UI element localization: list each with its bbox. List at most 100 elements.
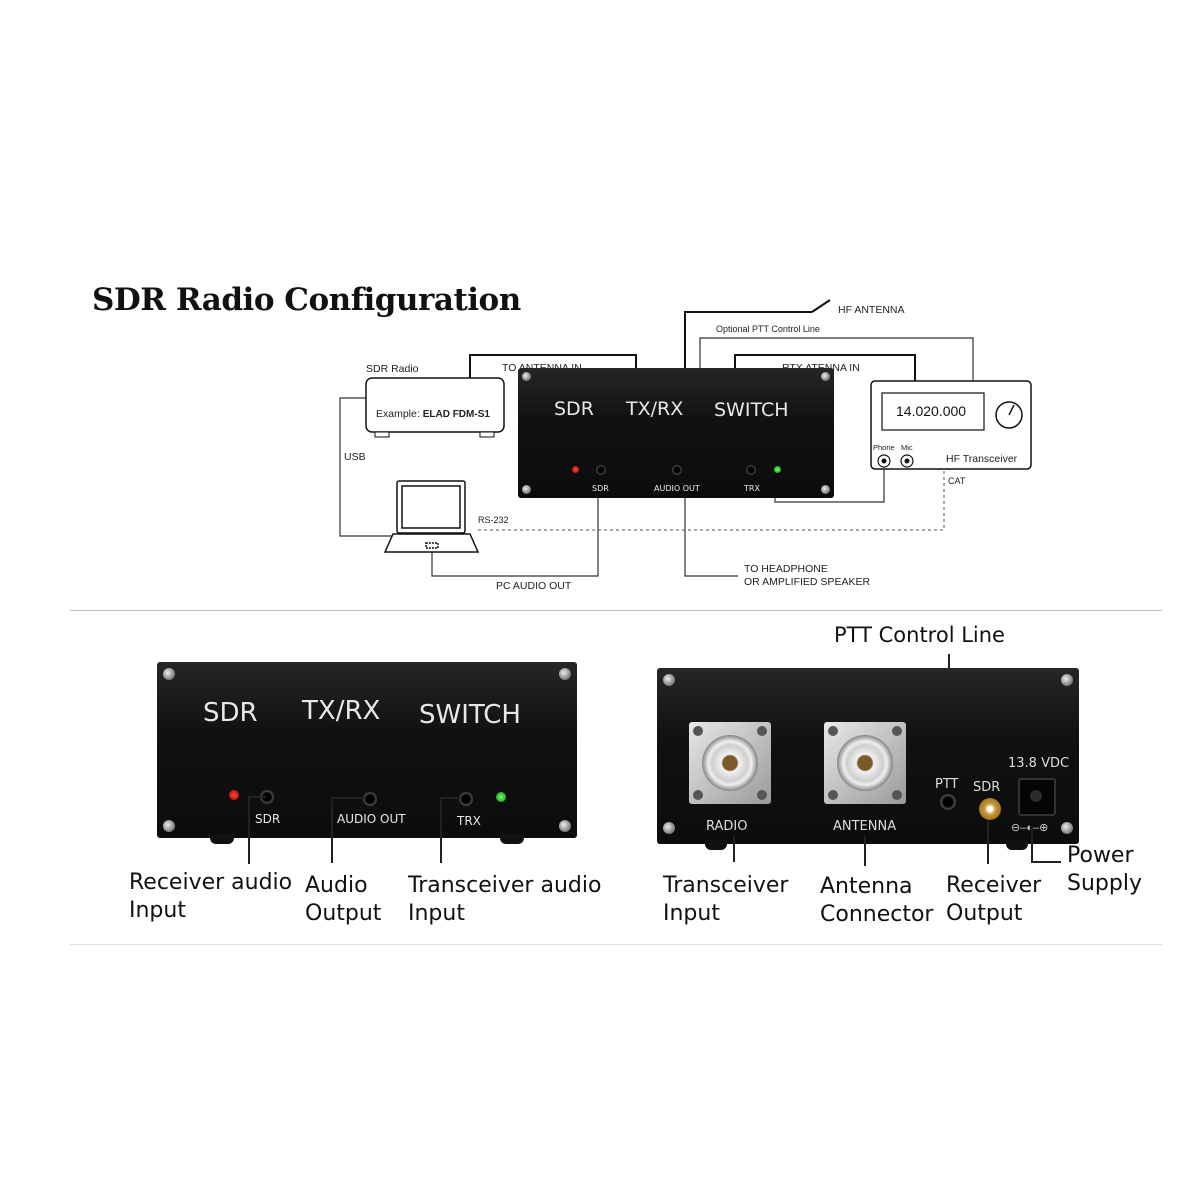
diagram-switch-txrx: TX/RX: [626, 398, 684, 420]
ptt-jack: [940, 794, 956, 810]
callout-receiver-output: Receiver Output: [946, 873, 1042, 926]
front-trx-led: [496, 792, 506, 802]
audio-out-jack: [672, 465, 682, 475]
sdr-led: [572, 466, 579, 473]
mount-hole: [757, 790, 767, 800]
pc-audio-out-label: PC AUDIO OUT: [496, 580, 572, 592]
frequency-display: 14.020.000: [896, 403, 967, 419]
bottom-divider: [70, 944, 1162, 945]
page-title: SDR Radio Configuration: [92, 282, 521, 318]
leader-receiver-audio: [248, 796, 250, 864]
screw: [163, 820, 175, 832]
front-sdr-text: SDR: [203, 698, 258, 728]
diagram-switch-sdr: SDR: [554, 398, 594, 420]
leader-receiver-output: [987, 820, 989, 864]
front-foot-left: [210, 834, 234, 844]
rear-ptt-label: PTT: [935, 777, 959, 792]
dc-power-jack: [1018, 778, 1056, 816]
to-headphone-label-2: OR AMPLIFIED SPEAKER: [744, 576, 871, 588]
sdr-radio-unit: [365, 377, 505, 438]
front-sdr-jack: [260, 790, 274, 804]
hf-transceiver-label: HF Transceiver: [946, 453, 1018, 465]
headphone-wire: [684, 498, 738, 577]
diagram-port-trx: TRX: [744, 484, 760, 493]
mount-hole: [828, 726, 838, 736]
front-panel-photo: SDR TX/RX SWITCH SDR AUDIO OUT TRX: [157, 662, 577, 838]
section-divider: [70, 610, 1162, 611]
front-audio-out-jack: [363, 792, 377, 806]
diagram-port-sdr: SDR: [592, 484, 609, 493]
connector-ring: [702, 735, 758, 791]
callout-power-supply: Power Supply: [1067, 843, 1142, 896]
leader-receiver-audio-h: [248, 796, 266, 798]
leader-transceiver-input: [733, 836, 735, 862]
radio-so239-connector: [689, 722, 771, 804]
trx-led: [774, 466, 781, 473]
to-headphone-label-1: TO HEADPHONE: [744, 563, 828, 575]
hf-antenna-label: HF ANTENNA: [838, 304, 905, 316]
leader-power-supply-h: [1031, 861, 1061, 863]
usb-label: USB: [344, 451, 366, 463]
wiring-diagram: [339, 299, 1032, 577]
rear-panel-photo: RADIO ANTENNA PTT SDR 13.8 VDC ⊖–◐–⊕: [657, 668, 1079, 844]
screw: [1061, 822, 1073, 834]
polarity-icon: ⊖–◐–⊕: [1011, 822, 1049, 834]
sdr-radio-label: SDR Radio: [366, 363, 419, 375]
front-port-sdr: SDR: [255, 812, 281, 826]
diagram-switch-switch: SWITCH: [714, 399, 789, 421]
mic-jack-label: Mic: [901, 443, 913, 452]
hf-antenna-symbol: [811, 299, 831, 313]
leader-power-supply: [1031, 826, 1033, 862]
rs232-cat-wire: [478, 470, 945, 531]
screw: [522, 485, 531, 494]
screw: [821, 372, 830, 381]
phone-wire: [774, 468, 885, 503]
example-model: ELAD FDM-S1: [422, 409, 490, 420]
screw: [821, 485, 830, 494]
cat-label: CAT: [948, 476, 966, 486]
connector-ring: [837, 735, 893, 791]
optional-ptt-wire: [699, 337, 974, 381]
front-txrx-text: TX/RX: [302, 696, 381, 726]
screw: [663, 822, 675, 834]
screw: [163, 668, 175, 680]
mount-hole: [892, 726, 902, 736]
diagram-port-audio-out: AUDIO OUT: [654, 484, 700, 493]
leader-transceiver-audio-h: [440, 797, 460, 799]
screw: [559, 820, 571, 832]
mount-hole: [693, 790, 703, 800]
front-port-trx: TRX: [457, 814, 481, 828]
antenna-so239-connector: [824, 722, 906, 804]
rtx-antenna-wire: [734, 354, 916, 381]
mount-hole: [693, 726, 703, 736]
callout-ptt-control-line: PTT Control Line: [834, 623, 1005, 647]
rear-foot-right: [1006, 840, 1028, 850]
callout-audio-output: Audio Output: [305, 873, 382, 926]
callout-antenna-connector: Antenna Connector: [820, 874, 934, 927]
example-prefix: Example:: [376, 408, 420, 420]
usb-wire: [339, 397, 393, 537]
diagram-switch-unit: SDR TX/RX SWITCH SDR AUDIO OUT TRX: [518, 368, 834, 498]
rs232-label: RS-232: [478, 515, 509, 525]
front-foot-right: [500, 834, 524, 844]
front-switch-text: SWITCH: [419, 700, 521, 730]
rear-sdr-label: SDR: [973, 780, 1001, 795]
phone-jack-label: Phone: [873, 443, 895, 452]
leader-audio-output: [331, 797, 333, 863]
callout-transceiver-audio-input: Transceiver audio Input: [408, 873, 602, 926]
hf-transceiver-unit: [870, 380, 1032, 470]
sdr-sma-connector: [979, 798, 1001, 820]
laptop-icon: [383, 480, 480, 553]
dc-pin: [1030, 790, 1042, 802]
rear-antenna-label: ANTENNA: [833, 819, 897, 834]
leader-audio-output-h: [331, 797, 365, 799]
rear-foot-left: [705, 840, 727, 850]
screw: [559, 668, 571, 680]
example-label: Example: ELAD FDM-S1: [376, 408, 490, 420]
pc-audio-wire: [431, 498, 599, 577]
sdr-jack: [596, 465, 606, 475]
front-trx-jack: [459, 792, 473, 806]
screw: [522, 372, 531, 381]
trx-jack: [746, 465, 756, 475]
callout-receiver-audio-input: Receiver audio Input: [129, 870, 293, 923]
